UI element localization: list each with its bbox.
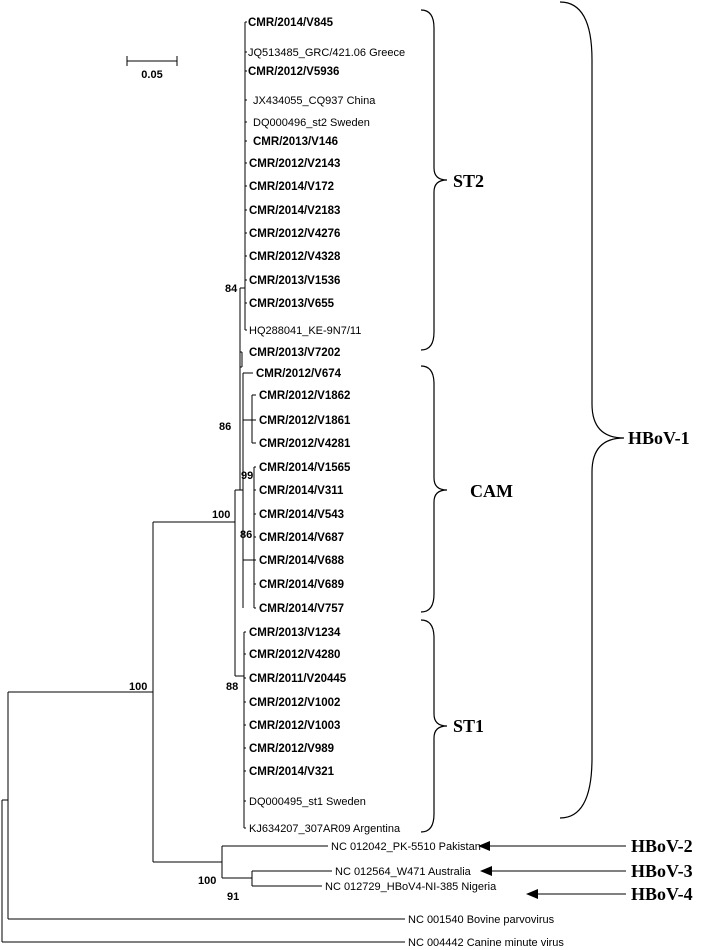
clade-label-cam: CAM — [470, 481, 513, 501]
tip-label: NC 001540 Bovine parvovirus — [408, 914, 555, 926]
clade-label-hbov4: HBoV-4 — [631, 884, 693, 904]
tip-label: CMR/2013/V655 — [249, 298, 335, 310]
support-value: 99 — [241, 470, 253, 482]
tip-label: CMR/2012/V1003 — [249, 720, 340, 732]
tip-labels: CMR/2014/V845 JQ513485_GRC/421.06 Greece… — [248, 17, 564, 949]
tip-label: CMR/2012/V4276 — [249, 228, 340, 240]
clade-label-hbov1: HBoV-1 — [628, 428, 690, 448]
tip-label: CMR/2014/V321 — [249, 766, 335, 778]
support-value: 84 — [225, 283, 238, 295]
hbov4-arrowhead — [526, 889, 538, 899]
tip-label: JQ513485_GRC/421.06 Greece — [248, 47, 405, 59]
clade-label-hbov2: HBoV-2 — [631, 836, 693, 856]
st1-brace — [420, 619, 448, 833]
tip-label: CMR/2012/V4280 — [249, 649, 340, 661]
support-value: 91 — [227, 891, 239, 903]
tip-label: CMR/2012/V1002 — [249, 697, 340, 709]
tip-label: CMR/2014/V311 — [259, 485, 344, 497]
clade-arrows — [478, 841, 626, 899]
tip-label: CMR/2014/V688 — [259, 555, 345, 567]
scale-bar: 0.05 — [126, 56, 178, 81]
hbov1-brace — [559, 1, 625, 819]
tip-label: NC 012042_PK-5510 Pakistan — [331, 841, 481, 853]
tip-label: CMR/2013/V146 — [253, 136, 338, 148]
clade-braces — [420, 1, 625, 833]
st2-brace — [420, 9, 448, 351]
support-value: 88 — [226, 681, 238, 693]
tree-branches — [1, 21, 405, 943]
hbov2-arrowhead — [478, 841, 490, 851]
support-value: 86 — [240, 529, 252, 541]
tip-label: CMR/2012/V2143 — [249, 158, 340, 170]
tip-label: CMR/2014/V172 — [249, 181, 334, 193]
clade-label-hbov3: HBoV-3 — [631, 861, 693, 881]
tip-label: CMR/2012/V1862 — [259, 390, 350, 402]
scale-bar-label: 0.05 — [141, 69, 162, 81]
tip-label: CMR/2014/V1565 — [259, 462, 351, 474]
clade-labels: ST2 CAM ST1 HBoV-1 HBoV-2 HBoV-3 HBoV-4 — [453, 171, 693, 904]
tip-label: CMR/2011/V20445 — [249, 673, 347, 685]
tip-label: CMR/2014/V543 — [259, 509, 344, 521]
tip-label: CMR/2012/V4281 — [259, 438, 351, 450]
support-value: 86 — [219, 421, 231, 433]
tip-label: JX434055_CQ937 China — [253, 95, 376, 107]
tip-label: CMR/2012/V4328 — [249, 251, 341, 263]
tip-label: CMR/2014/V2183 — [249, 205, 340, 217]
support-values: 84 86 99 86 100 88 100 100 91 — [129, 283, 253, 903]
clade-label-st2: ST2 — [453, 171, 484, 191]
hbov3-arrowhead — [480, 866, 492, 876]
tip-label: HQ288041_KE-9N7/11 — [249, 325, 361, 337]
tip-label: CMR/2014/V757 — [259, 603, 344, 615]
tip-label: CMR/2014/V687 — [259, 532, 344, 544]
tip-label: CMR/2014/V689 — [259, 579, 344, 591]
tip-label: KJ634207_307AR09 Argentina — [249, 823, 401, 835]
cam-brace — [420, 365, 448, 613]
tip-label: CMR/2012/V5936 — [248, 66, 339, 78]
tip-label: CMR/2012/V989 — [249, 743, 334, 755]
tip-label: CMR/2012/V1861 — [259, 415, 351, 427]
tip-label: CMR/2013/V1234 — [249, 627, 341, 639]
tip-label: NC 004442 Canine minute virus — [408, 937, 564, 949]
tip-label: CMR/2012/V674 — [256, 368, 342, 380]
tip-label: CMR/2013/V7202 — [249, 347, 340, 359]
tip-label: CMR/2013/V1536 — [249, 275, 340, 287]
tip-label: NC 012564_W471 Australia — [335, 866, 472, 878]
support-value: 100 — [198, 875, 216, 887]
support-value: 100 — [212, 509, 230, 521]
support-value: 100 — [129, 681, 147, 693]
tip-label: NC 012729_HBoV4-NI-385 Nigeria — [325, 881, 497, 893]
tip-label: CMR/2014/V845 — [248, 17, 334, 29]
tip-label: DQ000495_st1 Sweden — [249, 796, 366, 808]
clade-label-st1: ST1 — [453, 716, 484, 736]
tip-label: DQ000496_st2 Sweden — [253, 117, 370, 129]
